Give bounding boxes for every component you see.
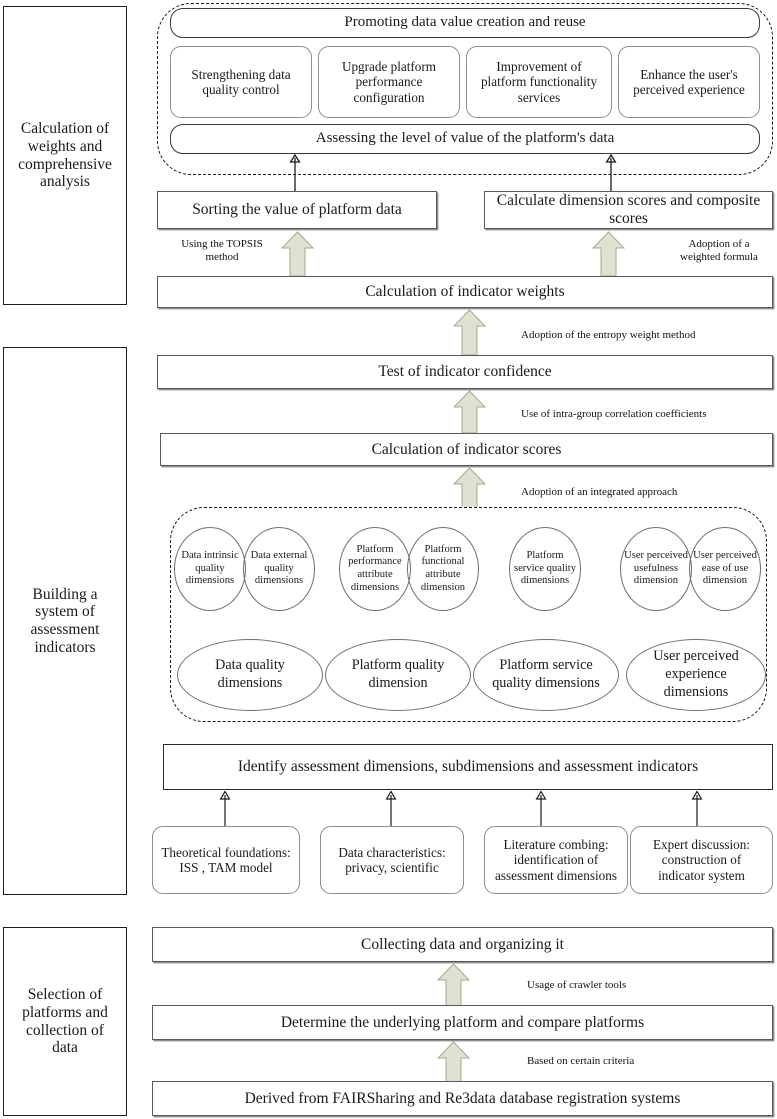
composite-scores-box: Calculate dimension scores and composite… (484, 191, 773, 229)
source-box-1: Theoretical foundations: ISS , TAM model (152, 826, 300, 894)
subdimension-circle-2: Data external quality dimensions (243, 527, 315, 611)
weighted-formula-note: Adoption of a weighted formula (667, 236, 771, 266)
subdimension-circle-3-label: Platform performance attribute dimension… (348, 543, 402, 593)
thin-arrow-composite-to-outcome (604, 153, 618, 193)
determine-platform-box: Determine the underlying platform and co… (152, 1005, 773, 1040)
subdimension-circle-6-label: User perceived usefulness dimension (624, 549, 688, 587)
block-arrow-weights-to-sorting (281, 231, 314, 277)
outcome-action-3-label: Improvement of platform functionality se… (480, 59, 598, 105)
dimension-ellipse-1-label: Data quality dimensions (215, 657, 285, 691)
outcome-bottom-banner-label: Assessing the level of value of the plat… (315, 130, 615, 147)
source-box-2: Data characteristics: privacy, scientifi… (320, 826, 464, 894)
entropy-note: Adoption of the entropy weight method (521, 329, 741, 342)
outcome-action-3: Improvement of platform functionality se… (466, 46, 612, 118)
thin-arrow-sorting-to-outcome (288, 153, 302, 193)
correlation-note-label: Use of intra-group correlation coefficie… (521, 408, 707, 420)
source-box-4: Expert discussion: construction of indic… (630, 826, 773, 894)
composite-scores-label: Calculate dimension scores and composite… (496, 192, 761, 227)
indicator-confidence-label: Test of indicator confidence (378, 363, 552, 381)
dimension-ellipse-3-label: Platform service quality dimensions (492, 657, 600, 691)
source-box-3: Literature combing: identification of as… (484, 826, 628, 894)
thin-arrow-source-2 (384, 790, 398, 830)
indicator-scores-box: Calculation of indicator scores (160, 433, 773, 466)
dimension-ellipse-4-label: User perceived experience dimensions (653, 648, 739, 700)
dimension-ellipse-1: Data quality dimensions (177, 639, 323, 711)
block-arrow-confidence-to-weights (453, 309, 486, 356)
stage-box-weights: Calculation of weights and comprehensive… (3, 6, 127, 305)
topsis-note: Using the TOPSIS method (166, 236, 278, 266)
criteria-note: Based on certain criteria (527, 1055, 727, 1068)
determine-platform-label: Determine the underlying platform and co… (280, 1013, 645, 1031)
integrated-approach-note: Adoption of an integrated approach (521, 486, 751, 499)
block-arrow-determine-to-collect (437, 963, 470, 1007)
integrated-approach-note-label: Adoption of an integrated approach (521, 486, 678, 498)
outcome-top-banner-label: Promoting data value creation and reuse (344, 14, 586, 31)
thin-arrow-source-3 (534, 790, 548, 830)
source-box-4-label: Expert discussion: construction of indic… (652, 837, 751, 883)
thin-arrow-source-1 (218, 790, 232, 830)
outcome-top-banner: Promoting data value creation and reuse (170, 8, 760, 38)
subdimension-circle-1-label: Data intrinsic quality dimensions (181, 549, 239, 587)
subdimension-circle-4-label: Platform functional attribute dimension (420, 543, 466, 593)
database-source-box: Derived from FAIRSharing and Re3data dat… (152, 1081, 773, 1116)
identify-dimensions-label: Identify assessment dimensions, subdimen… (237, 758, 699, 776)
crawler-note: Usage of crawler tools (527, 979, 727, 992)
criteria-note-label: Based on certain criteria (527, 1055, 635, 1067)
stage-label-selection: Selection of platforms and collection of… (22, 986, 108, 1057)
outcome-action-1-label: Strengthening data quality control (191, 66, 291, 97)
subdimension-circle-2-label: Data external quality dimensions (250, 549, 308, 587)
dimension-ellipse-2: Platform quality dimension (325, 639, 471, 711)
stage-box-indicators: Building a system of assessment indicato… (3, 347, 127, 895)
collect-data-label: Collecting data and organizing it (361, 935, 564, 953)
block-arrow-scores-to-confidence (453, 390, 486, 434)
subdimension-circle-5-label: Platform service quality dimensions (513, 549, 577, 587)
source-box-1-label: Theoretical foundations: ISS , TAM model (161, 844, 291, 875)
outcome-bottom-banner: Assessing the level of value of the plat… (170, 124, 760, 154)
indicator-weights-label: Calculation of indicator weights (365, 283, 565, 301)
indicator-weights-box: Calculation of indicator weights (157, 276, 773, 308)
stage-label-indicators: Building a system of assessment indicato… (30, 585, 100, 656)
crawler-note-label: Usage of crawler tools (527, 979, 627, 991)
outcome-action-1: Strengthening data quality control (170, 46, 312, 118)
dimension-ellipse-3: Platform service quality dimensions (473, 639, 619, 711)
subdimension-circle-3: Platform performance attribute dimension… (339, 527, 411, 611)
weighted-formula-note-label: Adoption of a weighted formula (680, 237, 758, 263)
outcome-action-4-label: Enhance the user's perceived experience (633, 66, 745, 97)
subdimension-circle-1: Data intrinsic quality dimensions (174, 527, 246, 611)
outcome-action-4: Enhance the user's perceived experience (618, 46, 760, 118)
block-arrow-source-to-determine (437, 1041, 470, 1084)
dimension-ellipse-2-label: Platform quality dimension (351, 657, 445, 691)
entropy-note-label: Adoption of the entropy weight method (521, 329, 696, 341)
block-arrow-weights-to-composite (592, 231, 625, 277)
block-arrow-dimensions-to-scores (453, 467, 486, 511)
source-box-2-label: Data characteristics: privacy, scientifi… (338, 844, 446, 875)
subdimension-circle-7-label: User perceived ease of use dimension (693, 549, 757, 587)
thin-arrow-source-4 (690, 790, 704, 830)
database-source-label: Derived from FAIRSharing and Re3data dat… (244, 1089, 681, 1107)
stage-label-weights: Calculation of weights and comprehensive… (18, 120, 112, 191)
indicator-scores-label: Calculation of indicator scores (371, 440, 562, 458)
dimension-ellipse-4: User perceived experience dimensions (626, 639, 766, 711)
subdimension-circle-7: User perceived ease of use dimension (689, 527, 761, 611)
indicator-confidence-box: Test of indicator confidence (157, 355, 773, 389)
subdimension-circle-6: User perceived usefulness dimension (620, 527, 692, 611)
subdimension-circle-5: Platform service quality dimensions (509, 527, 581, 611)
topsis-note-label: Using the TOPSIS method (181, 237, 263, 263)
subdimension-circle-4: Platform functional attribute dimension (407, 527, 479, 611)
outcome-action-2-label: Upgrade platform performance configurati… (341, 59, 437, 105)
sorting-value-box: Sorting the value of platform data (157, 191, 437, 229)
outcome-action-2: Upgrade platform performance configurati… (318, 46, 460, 118)
collect-data-box: Collecting data and organizing it (152, 927, 773, 962)
stage-box-selection: Selection of platforms and collection of… (3, 927, 127, 1116)
identify-dimensions-box: Identify assessment dimensions, subdimen… (163, 744, 773, 790)
source-box-3-label: Literature combing: identification of as… (495, 837, 617, 883)
correlation-note: Use of intra-group correlation coefficie… (521, 408, 771, 421)
sorting-value-label: Sorting the value of platform data (192, 201, 402, 219)
